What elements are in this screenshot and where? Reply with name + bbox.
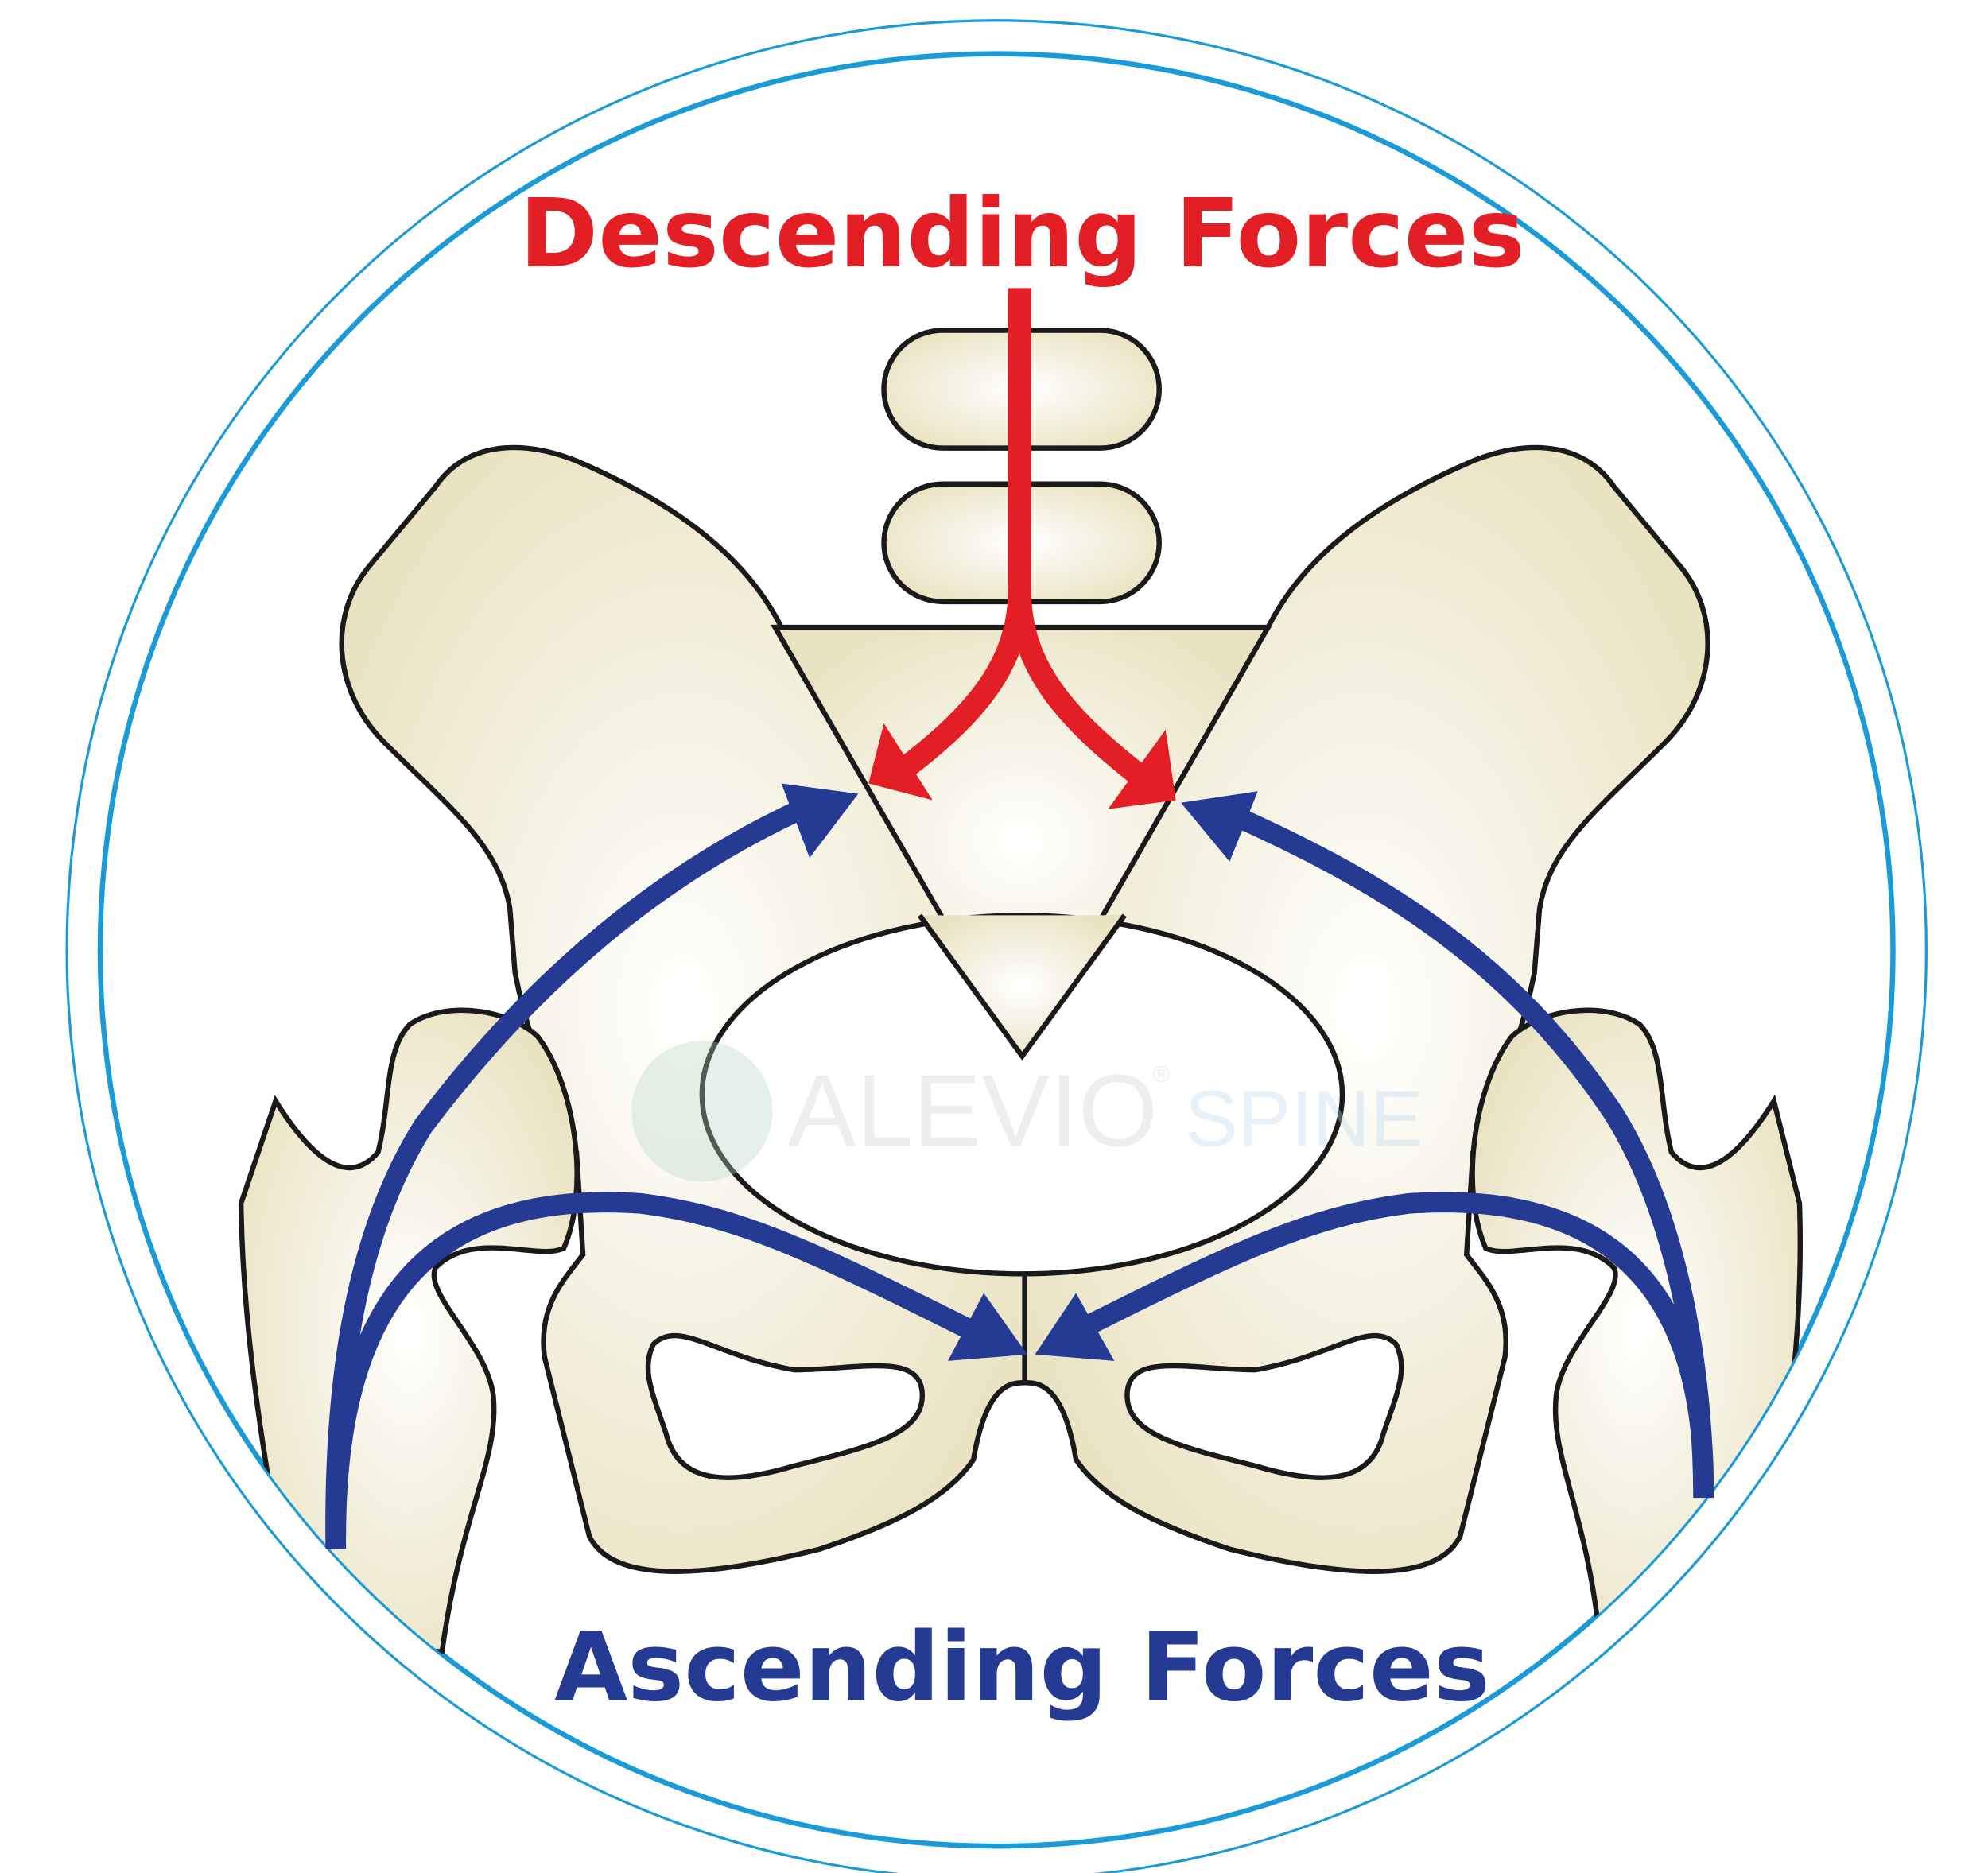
- outer-ring: [65, 19, 1928, 1873]
- ascending-force-arrows: [325, 797, 1714, 1549]
- arrowhead-up-left: [781, 783, 859, 858]
- right-ilium: [1022, 444, 1710, 1574]
- arrowhead-center-left: [948, 1293, 1027, 1361]
- right-obturator: [1124, 1332, 1404, 1480]
- ascending-forces-label: Ascending Forces: [554, 1613, 1490, 1724]
- descending-force-arrows: [889, 288, 1154, 790]
- descending-forces-label: Descending Forces: [519, 179, 1524, 289]
- svg-text:ALEVIO: ALEVIO: [788, 1053, 1158, 1168]
- arrowhead-down-right: [1108, 729, 1176, 809]
- arrowhead-down-left: [868, 723, 933, 801]
- sacrum-tip: [917, 913, 1127, 1061]
- left-obturator: [645, 1332, 926, 1480]
- svg-text:®: ®: [1153, 1062, 1170, 1088]
- left-ilium: [339, 444, 1027, 1574]
- inner-ring: [97, 51, 1896, 1849]
- arrowhead-center-right: [1035, 1293, 1115, 1361]
- right-femur: [1470, 1007, 1804, 1654]
- arrowhead-up-right: [1181, 791, 1258, 862]
- alevio-spine-watermark: ALEVIO ® SPINE: [631, 1041, 1423, 1182]
- svg-text:SPINE: SPINE: [1185, 1075, 1423, 1163]
